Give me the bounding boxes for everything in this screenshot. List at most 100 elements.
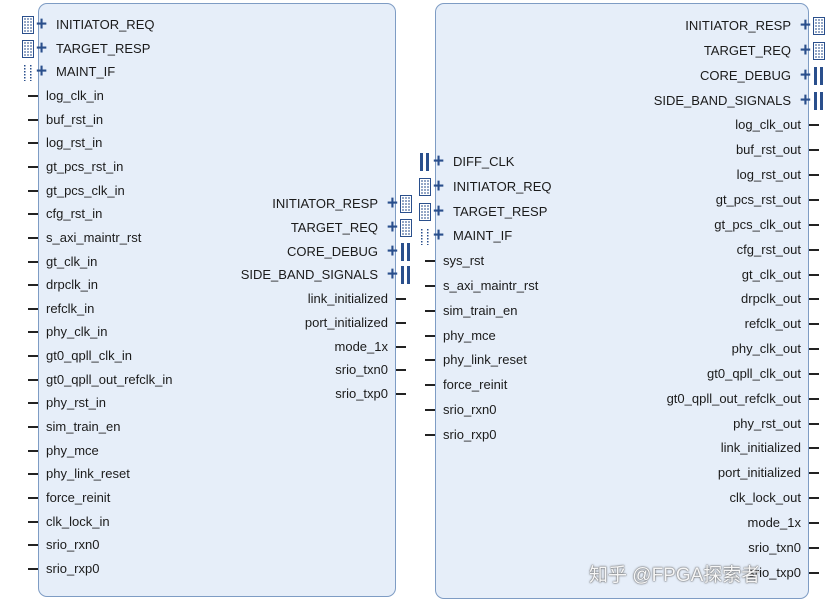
block-srio-core[interactable] [38,3,396,597]
pin-line [396,369,406,372]
port-label: phy_mce [443,327,496,343]
pin-line [425,334,435,337]
pin-line [809,298,819,301]
expand-icon[interactable]: + [433,151,445,172]
bus-interface-icon [419,202,431,221]
expand-icon[interactable]: + [36,61,48,83]
port-gt0-qpll-clk-out[interactable]: gt0_qpll_clk_out [0,363,825,385]
expand-icon[interactable]: + [433,175,445,197]
port-phy-clk-out[interactable]: phy_clk_out [0,338,825,360]
port-side-band-signals[interactable]: + SIDE_BAND_SIGNALS [0,90,825,112]
port-label: refclk_in [46,300,95,316]
pin-line [425,260,435,263]
port-log-clk-out[interactable]: log_clk_out [0,114,825,136]
port-label: phy_rst_out [733,415,801,431]
port-gt-clk-out[interactable]: gt_clk_out [0,264,825,286]
port-target-req[interactable]: +TARGET_REQ [0,217,412,239]
pin-line [425,359,435,362]
port-label: INITIATOR_RESP [685,18,791,33]
port-label: srio_rxp0 [46,560,100,576]
expand-icon[interactable]: + [799,15,811,36]
port-label: drpclk_in [46,277,99,293]
expand-icon[interactable]: + [386,216,398,238]
port-log-rst-out[interactable]: log_rst_out [0,164,825,186]
port-mode-1x[interactable]: mode_1x [0,512,825,534]
port-drpclk-out[interactable]: drpclk_out [0,288,825,310]
pin-line [809,497,819,500]
port-target-req[interactable]: +TARGET_REQ [0,40,825,62]
port-srio-txn0[interactable]: srio_txn0 [0,359,412,381]
bus-interface-icon [22,63,34,82]
expand-icon[interactable]: + [799,39,811,61]
pin-line [809,372,819,375]
port-core-debug[interactable]: +CORE_DEBUG [0,65,825,87]
pin-line [809,174,819,177]
port-link-initialized[interactable]: link_initialized [0,288,412,310]
port-srio-txn0[interactable]: srio_txn0 [0,537,825,559]
bus-interface-icon [400,242,412,261]
expand-icon[interactable]: + [433,200,445,222]
port-side-band-signals[interactable]: + SIDE_BAND_SIGNALS [0,264,412,286]
expand-icon[interactable]: + [36,14,48,35]
port-label: gt0_qpll_clk_out [707,365,801,381]
port-label: INITIATOR_RESP [272,196,378,211]
port-core-debug[interactable]: +CORE_DEBUG [0,241,412,263]
bus-interface-icon [400,218,412,237]
port-label: log_rst_out [736,167,801,183]
expand-icon[interactable]: + [36,37,48,59]
pin-line [809,397,819,400]
port-label: gt_pcs_rst_in [46,158,124,174]
port-label: gt_pcs_clk_in [46,182,125,198]
expand-icon[interactable]: + [386,193,398,214]
port-label: srio_txn0 [335,362,388,378]
port-srio-txp0[interactable]: srio_txp0 [0,562,825,584]
port-gt0-qpll-out-refclk-out[interactable]: gt0_qpll_out_refclk_out [0,388,825,410]
port-initiator-resp[interactable]: + INITIATOR_RESP [0,15,825,37]
pin-line [28,213,38,216]
pin-line [809,447,819,450]
port-label: log_clk_in [46,87,104,103]
port-label: refclk_out [744,316,801,332]
pin-line [425,309,435,312]
port-label: log_clk_out [735,117,801,133]
port-srio-txp0[interactable]: srio_txp0 [0,383,412,405]
pin-line [425,433,435,436]
port-label: TARGET_RESP [453,203,548,219]
expand-icon[interactable]: + [386,264,398,286]
pin-line [28,497,38,499]
port-port-initialized[interactable]: port_initialized [0,462,825,484]
expand-icon[interactable]: + [799,89,811,111]
port-mode-1x[interactable]: mode_1x [0,336,412,358]
pin-line [28,378,38,381]
bus-interface-icon [813,17,825,35]
port-gt-pcs-rst-out[interactable]: gt_pcs_rst_out [0,189,825,211]
pin-line [809,149,819,152]
pin-line [28,236,38,239]
port-cfg-rst-out[interactable]: cfg_rst_out [0,239,825,261]
port-label: gt_clk_out [741,266,801,282]
port-label: sys_rst [443,253,485,269]
port-label: gt0_qpll_clk_in [46,348,133,364]
port-initiator-resp[interactable]: + INITIATOR_RESP [0,193,412,215]
pin-line [28,94,38,97]
pin-line [28,520,38,523]
port-label: drpclk_out [741,291,801,307]
port-clk-lock-out[interactable]: clk_lock_out [0,487,825,509]
bus-interface-icon [419,153,431,171]
bus-interface-icon [400,195,412,213]
expand-icon[interactable]: + [433,225,445,247]
port-refclk-out[interactable]: refclk_out [0,313,825,335]
port-link-initialized[interactable]: link_initialized [0,437,825,459]
port-label: SIDE_BAND_SIGNALS [653,92,791,108]
port-label: SIDE_BAND_SIGNALS [240,267,378,283]
pin-line [425,285,435,287]
port-buf-rst-out[interactable]: buf_rst_out [0,139,825,161]
port-phy-rst-out[interactable]: phy_rst_out [0,413,825,435]
port-gt-pcs-clk-out[interactable]: gt_pcs_clk_out [0,214,825,236]
expand-icon[interactable]: + [799,64,811,86]
pin-line [425,409,435,411]
pin-line [396,298,406,300]
expand-icon[interactable]: + [386,240,398,262]
port-port-initialized[interactable]: port_initialized [0,312,412,334]
block-srio-wrapper[interactable] [435,3,809,599]
